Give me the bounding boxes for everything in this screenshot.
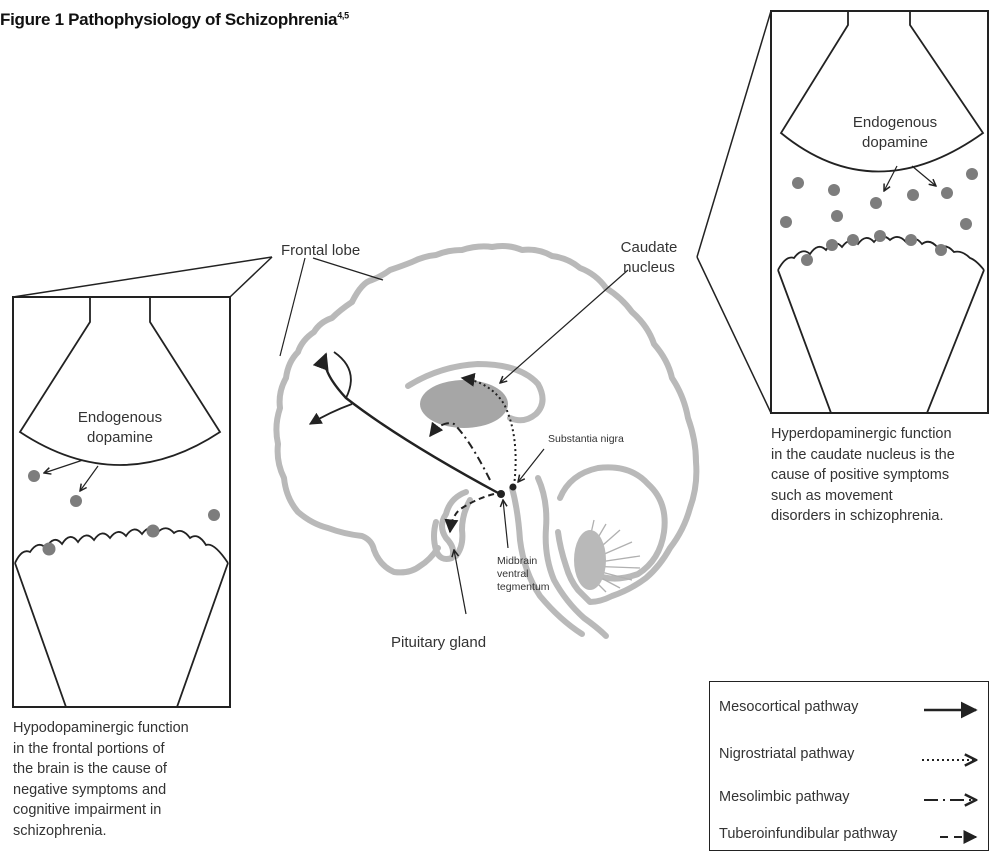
caudate-nucleus-label: Caudate nucleus [614, 238, 684, 278]
endogenous-dopamine-right-line1: Endogenous [845, 113, 945, 133]
endogenous-dopamine-left-label: Endogenous dopamine [70, 408, 170, 448]
legend-swatches [710, 682, 986, 848]
endogenous-dopamine-left-line1: Endogenous [70, 408, 170, 428]
brain-sagittal-section [276, 246, 696, 636]
endogenous-dopamine-right-line2: dopamine [845, 133, 945, 153]
pathway-legend: Mesocortical pathway Nigrostriatal pathw… [709, 681, 989, 851]
midbrain-ventral-tegmentum-dot [497, 490, 505, 498]
caudate-nucleus-label-line2: nucleus [614, 258, 684, 278]
left-caption: Hypodopaminergic function in the frontal… [13, 718, 253, 841]
pituitary-gland-label: Pituitary gland [391, 633, 486, 653]
substantia-nigra-label: Substantia nigra [548, 433, 624, 446]
right-synapse-inset [697, 11, 988, 413]
caudate-nucleus-region [420, 380, 508, 428]
midbrain-label-line2: ventral [497, 568, 550, 581]
right-caption: Hyperdopaminergic function in the caudat… [771, 424, 989, 527]
endogenous-dopamine-right-label: Endogenous dopamine [845, 113, 945, 153]
left-synapse-inset [13, 257, 272, 707]
pons-region [574, 530, 606, 590]
substantia-nigra-dot [510, 484, 517, 491]
midbrain-label: Midbrain ventral tegmentum [497, 555, 550, 594]
midbrain-label-line3: tegmentum [497, 581, 550, 594]
endogenous-dopamine-left-line2: dopamine [70, 428, 170, 448]
midbrain-label-line1: Midbrain [497, 555, 550, 568]
frontal-lobe-label: Frontal lobe [281, 241, 360, 261]
pathway-arrows [310, 352, 516, 532]
caudate-nucleus-label-line1: Caudate [614, 238, 684, 258]
